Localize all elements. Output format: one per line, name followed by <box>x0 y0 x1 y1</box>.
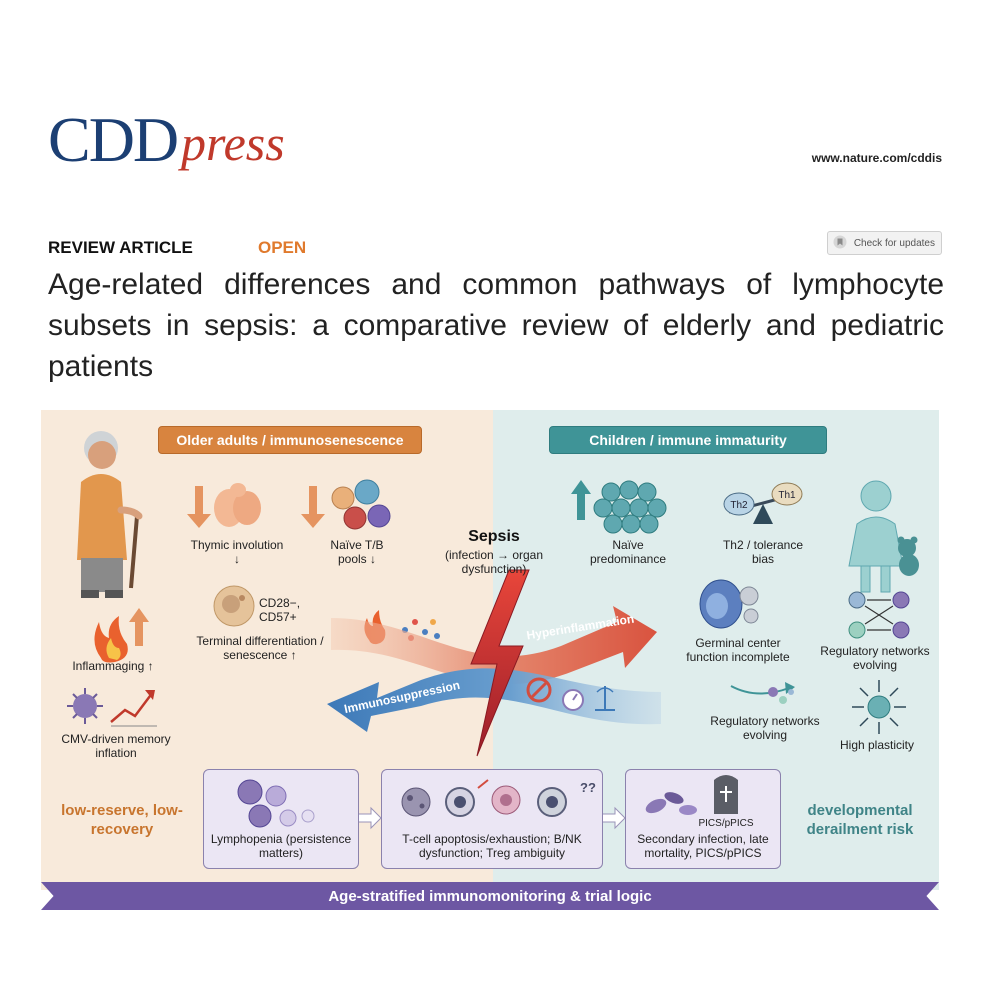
th2-label: Th2 <box>730 500 748 511</box>
plasticity-icon <box>852 680 906 734</box>
outcomes-panel: PICS/pPICS Secondary infection, late mor… <box>625 769 781 869</box>
up-arrow-icon <box>571 480 591 520</box>
flow-arrow-icon <box>356 806 382 830</box>
check-for-updates-button[interactable]: Check for updates <box>826 231 942 255</box>
bookmark-icon <box>832 235 848 252</box>
lymphopenia-panel: Lymphopenia (persistence matters) <box>203 769 359 869</box>
regulatory-network-icon <box>848 591 910 639</box>
question-marks: ?? <box>580 780 596 795</box>
sepsis-title: Sepsis <box>468 528 520 545</box>
graphical-abstract: Older adults / immunosenescence Children… <box>41 410 939 910</box>
dysfunction-label: T-cell apoptosis/exhaustion; B/NK dysfun… <box>402 832 582 860</box>
child-icon <box>848 480 904 593</box>
journal-logo-press: press <box>181 115 285 171</box>
thymic-involution-label: Thymic involution ↓ <box>190 538 284 566</box>
low-reserve-conclusion: low-reserve, low-recovery <box>61 802 183 838</box>
thymus-icon <box>214 483 261 527</box>
teddy-bear-icon <box>897 536 919 576</box>
developmental-risk-conclusion: developmental derailment risk <box>806 802 914 838</box>
lymphocyte-pool-icon <box>331 479 391 530</box>
lymphopenia-label: Lymphopenia (persistence matters) <box>210 832 352 860</box>
article-type: REVIEW ARTICLE <box>48 238 193 257</box>
flow-arrow-icon <box>600 806 626 830</box>
th1-label: Th1 <box>778 490 796 501</box>
article-title: Age-related differences and common pathw… <box>48 268 944 383</box>
journal-logo: CDD <box>48 104 179 175</box>
elderly-person-icon <box>77 431 143 598</box>
older-adults-header: Older adults / immunosenescence <box>158 426 422 454</box>
immunomonitoring-banner: Age-stratified immunomonitoring & trial … <box>41 882 939 910</box>
naive-predominance-label: Naïve predominance <box>589 538 667 566</box>
fire-icon <box>94 616 128 663</box>
sepsis-lightning-icon <box>470 569 530 757</box>
outcomes-label: Secondary infection, late mortality, PIC… <box>637 832 769 860</box>
timer-cell-icon <box>562 689 584 711</box>
down-arrow-icon <box>187 486 211 528</box>
journal-url[interactable]: www.nature.com/cddis <box>811 151 942 165</box>
cmv-label: CMV-driven memory inflation <box>61 732 171 760</box>
down-arrow-icon <box>301 486 325 528</box>
evolving-network-icon <box>730 682 795 704</box>
immunosuppression-arrow <box>327 668 661 732</box>
th2-tolerance-label: Th2 / tolerance bias <box>722 538 804 566</box>
check-for-updates-label: Check for updates <box>853 237 935 249</box>
germinal-center-icon <box>699 579 759 629</box>
high-plasticity-label: High plasticity <box>839 738 915 752</box>
senescent-cell-icon <box>213 585 255 627</box>
figure-graphics: Th2 Th1 <box>67 431 919 830</box>
signal-icon <box>595 686 615 711</box>
up-arrow-icon <box>129 608 149 646</box>
sepsis-subtitle: (infection → organ dysfunction) <box>444 548 544 576</box>
dysfunction-panel: ?? T-cell apoptosis/exhaustion; B/NK dys… <box>381 769 603 869</box>
regulatory-networks-label-2: Regulatory networks evolving <box>710 714 820 742</box>
terminal-differentiation-label: Terminal differentiation / senescence ↑ <box>196 634 324 662</box>
regulatory-networks-label: Regulatory networks evolving <box>820 644 930 672</box>
rising-trend-icon <box>110 690 157 727</box>
naive-pools-label: Naïve T/B pools ↓ <box>330 538 384 566</box>
children-header: Children / immune immaturity <box>549 426 827 454</box>
pics-badge: PICS/pPICS <box>698 818 753 829</box>
lymphocytes-icon <box>237 779 315 828</box>
germinal-center-label: Germinal center function incomplete <box>686 636 790 664</box>
th-balance-icon: Th2 Th1 <box>723 482 803 524</box>
cd28-cd57-label: CD28−, CD57+ <box>259 596 301 624</box>
naive-cells-cluster-icon <box>593 480 667 534</box>
hyperinflammation-arrow <box>331 606 657 685</box>
no-symbol-icon <box>526 677 552 703</box>
dysfunctional-cells-icon: ?? <box>401 779 596 817</box>
inflammaging-label: Inflammaging ↑ <box>72 659 154 673</box>
open-access-badge: OPEN <box>258 238 307 257</box>
virus-icon <box>67 688 103 724</box>
bacteria-tombstone-icon: PICS/pPICS <box>645 775 754 829</box>
